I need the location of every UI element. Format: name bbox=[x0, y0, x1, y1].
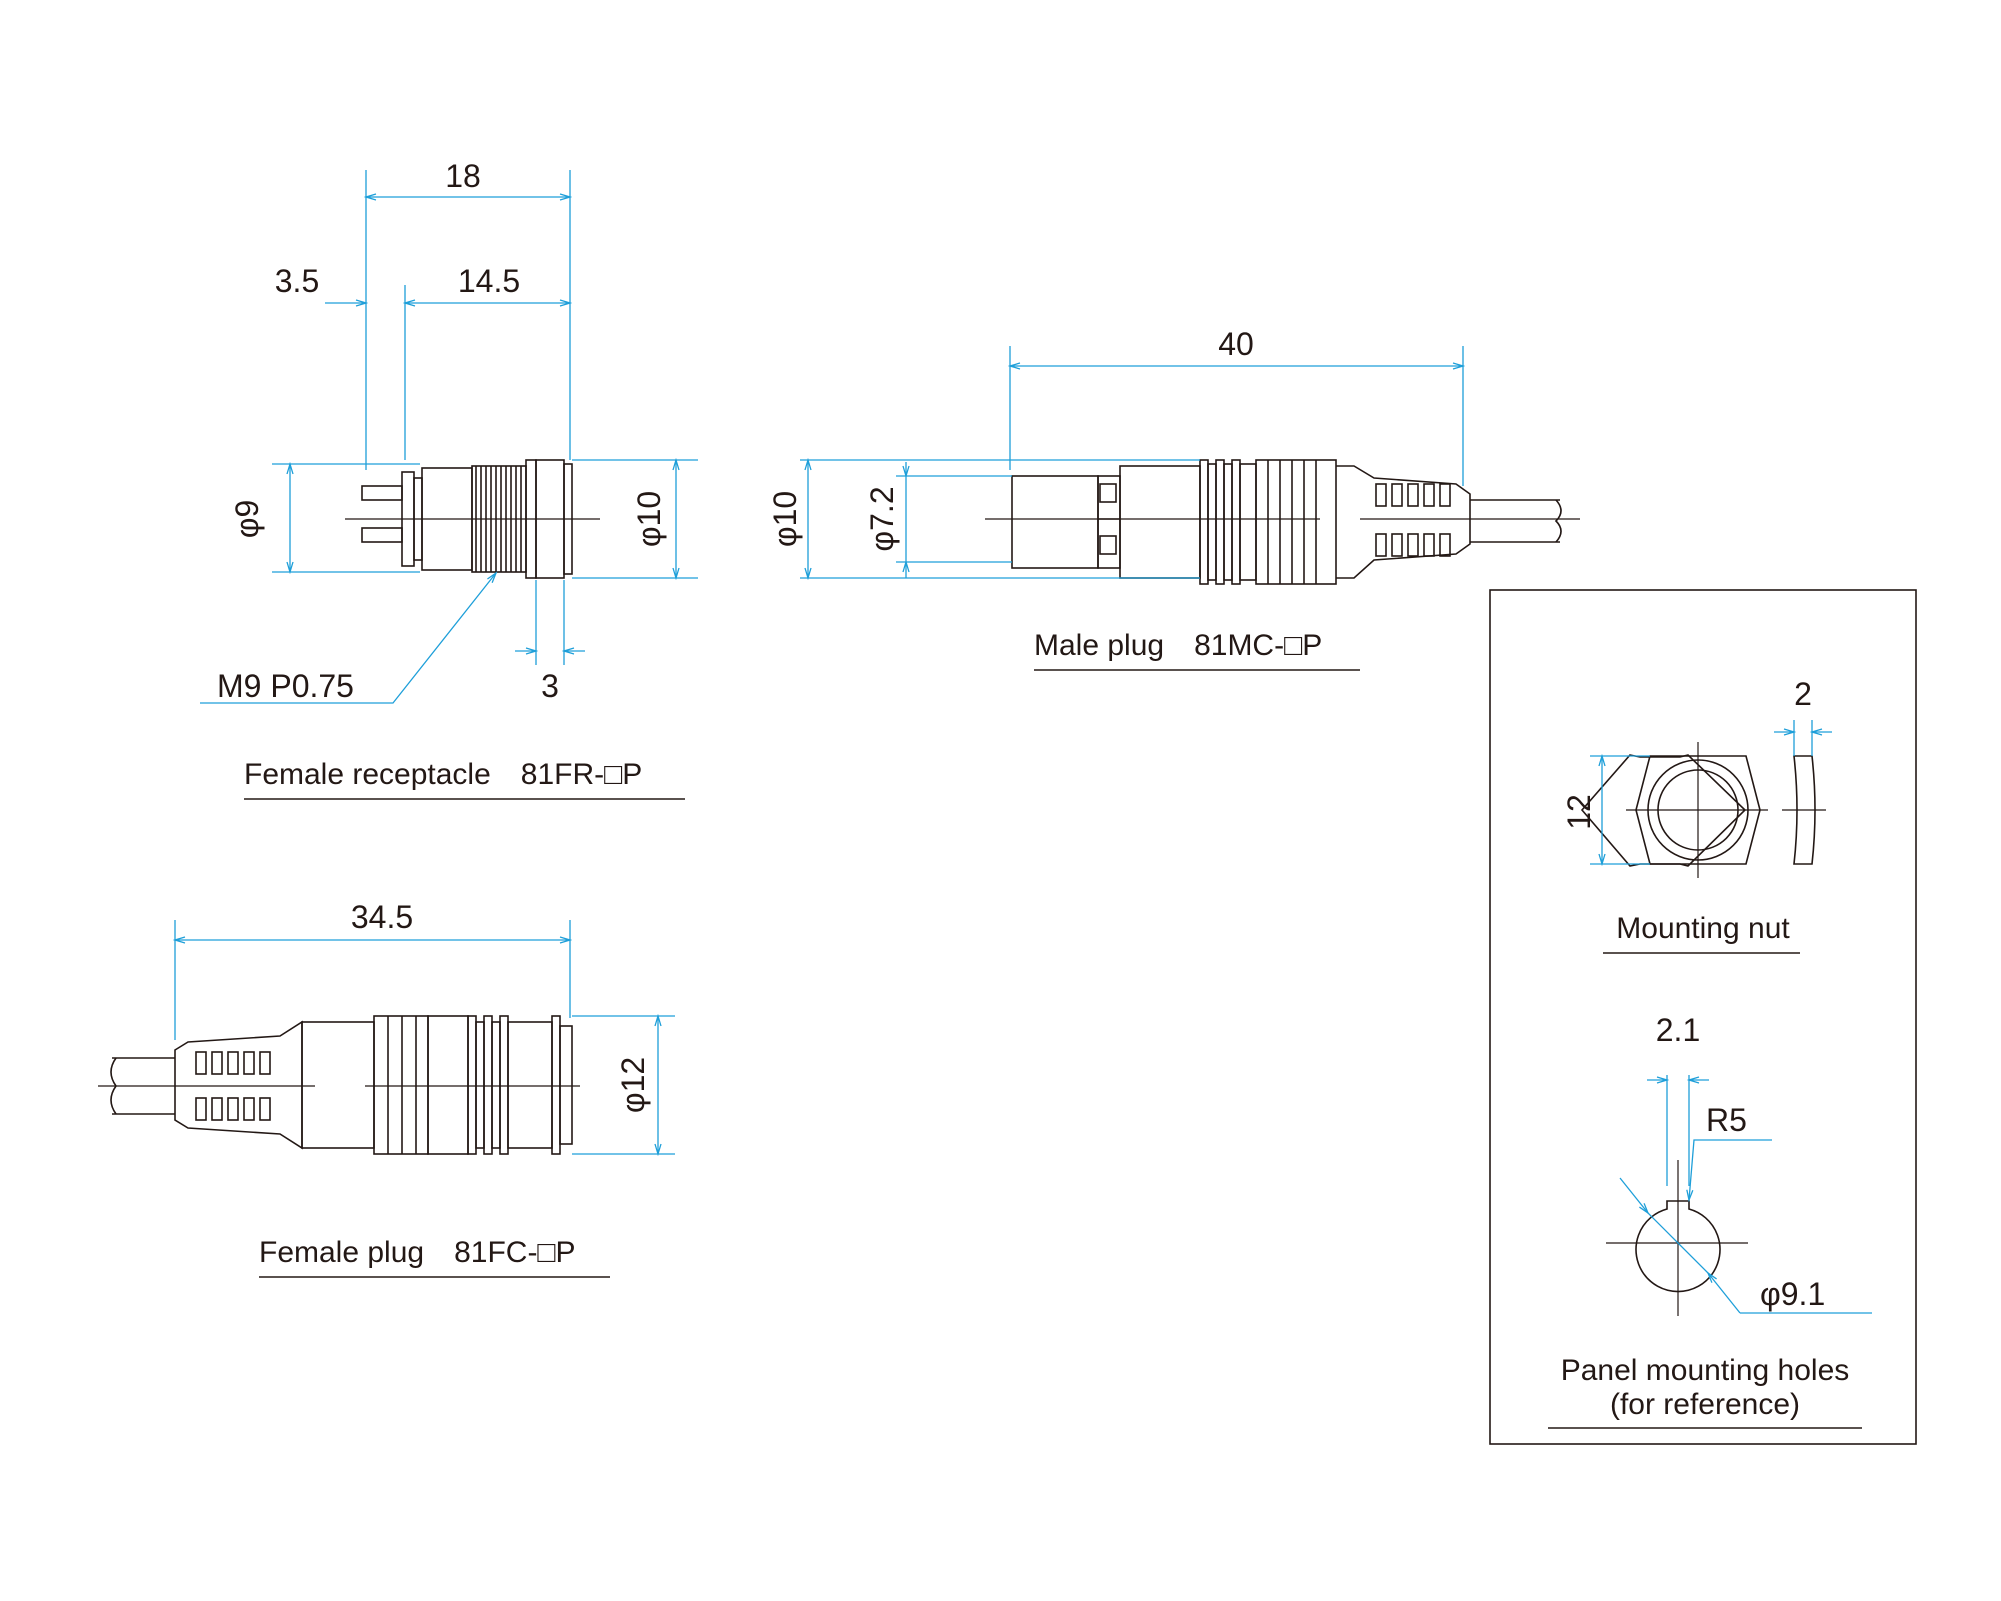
male-plug-view: 40 bbox=[767, 326, 1580, 671]
male-plug-title: Male plug 81MC-□P bbox=[1034, 629, 1322, 662]
dim-length-label: 40 bbox=[1218, 326, 1254, 362]
panel-holes-title-2: (for reference) bbox=[1610, 1388, 1800, 1421]
dia-inner-label: φ7.2 bbox=[864, 486, 900, 551]
accessory-frame bbox=[1489, 589, 1917, 1445]
dim-length-label-fc: 34.5 bbox=[351, 899, 413, 935]
dim-left-label: 3.5 bbox=[275, 263, 319, 299]
nut-across-label: 12 bbox=[1561, 794, 1597, 830]
dia-outer-label: φ10 bbox=[767, 491, 803, 547]
panel-holes-title-1: Panel mounting holes bbox=[1561, 1354, 1850, 1387]
female-plug-title: Female plug 81FC-□P bbox=[259, 1236, 576, 1269]
dim-total-label: 18 bbox=[445, 158, 481, 194]
panel-holes-view: 2.1 R5 φ9.1 Panel mounting holes (for re… bbox=[1548, 1012, 1872, 1429]
male-plug-grip bbox=[1375, 483, 1451, 557]
dim-flange-label: 3 bbox=[541, 668, 559, 704]
dia-outer-label-fc: φ12 bbox=[615, 1057, 651, 1113]
mounting-nut-title: Mounting nut bbox=[1616, 912, 1790, 945]
hole-dia-label: φ9.1 bbox=[1760, 1276, 1825, 1312]
female-receptacle-title: Female receptacle 81FR-□P bbox=[244, 758, 642, 791]
key-width-label: 2.1 bbox=[1656, 1012, 1700, 1048]
nut-thickness-label: 2 bbox=[1794, 676, 1812, 712]
radius-label: R5 bbox=[1706, 1102, 1747, 1138]
mounting-nut-view: 12 2 Mounting nut bbox=[1561, 676, 1832, 954]
female-plug-outline bbox=[110, 1015, 573, 1155]
female-plug-view: 34.5 bbox=[98, 899, 675, 1278]
dia-flange-label: φ10 bbox=[631, 491, 667, 547]
female-plug-grip bbox=[195, 1051, 271, 1121]
thread-label: M9 P0.75 bbox=[217, 668, 354, 704]
dim-body-label: 14.5 bbox=[458, 263, 520, 299]
dia-body-label: φ9 bbox=[229, 500, 265, 539]
male-plug-outline bbox=[1011, 459, 1562, 585]
female-receptacle-view: 18 3.5 14.5 bbox=[200, 158, 698, 800]
